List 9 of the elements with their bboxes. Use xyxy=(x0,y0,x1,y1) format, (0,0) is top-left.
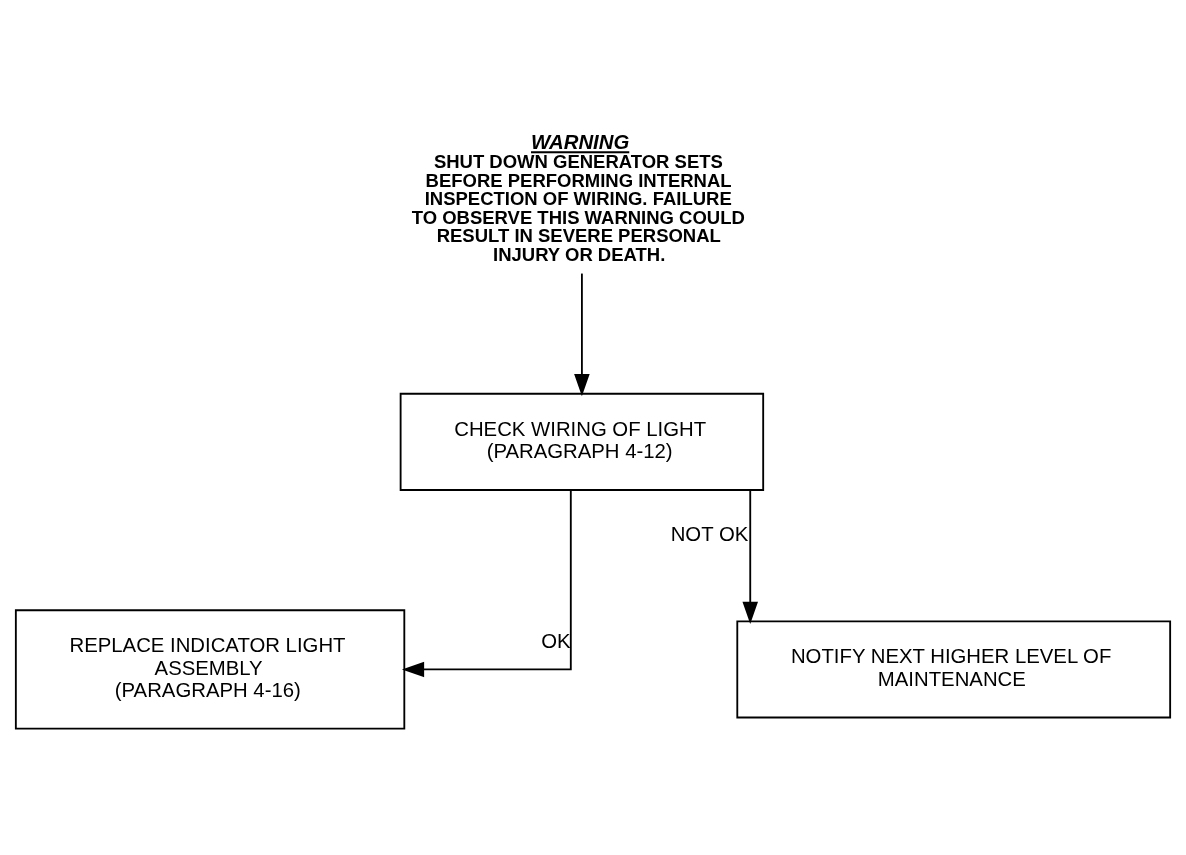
arrow xyxy=(574,272,590,396)
arrow xyxy=(401,488,572,677)
node-box: NOTIFY NEXT HIGHER LEVEL OF MAINTENANCE xyxy=(736,619,1172,718)
node-box: CHECK WIRING OF LIGHT (PARAGRAPH 4-12) xyxy=(399,392,765,491)
edge-label: NOT OK xyxy=(670,522,749,545)
arrow xyxy=(742,488,758,624)
edge-label: OK xyxy=(541,629,571,652)
node-box: REPLACE INDICATOR LIGHT ASSEMBLY (PARAGRAPH 4-16) xyxy=(14,608,406,730)
node-text: WARNING SHUT DOWN GENERATOR SETS BEFORE PERFORMING INTERNAL INSPECTION OF WIRING. FAILURE TO OBSERVE THIS WARNING COULD RESULT IN SEVERE PERSONAL INJURY OR DEATH. xyxy=(411,130,745,265)
